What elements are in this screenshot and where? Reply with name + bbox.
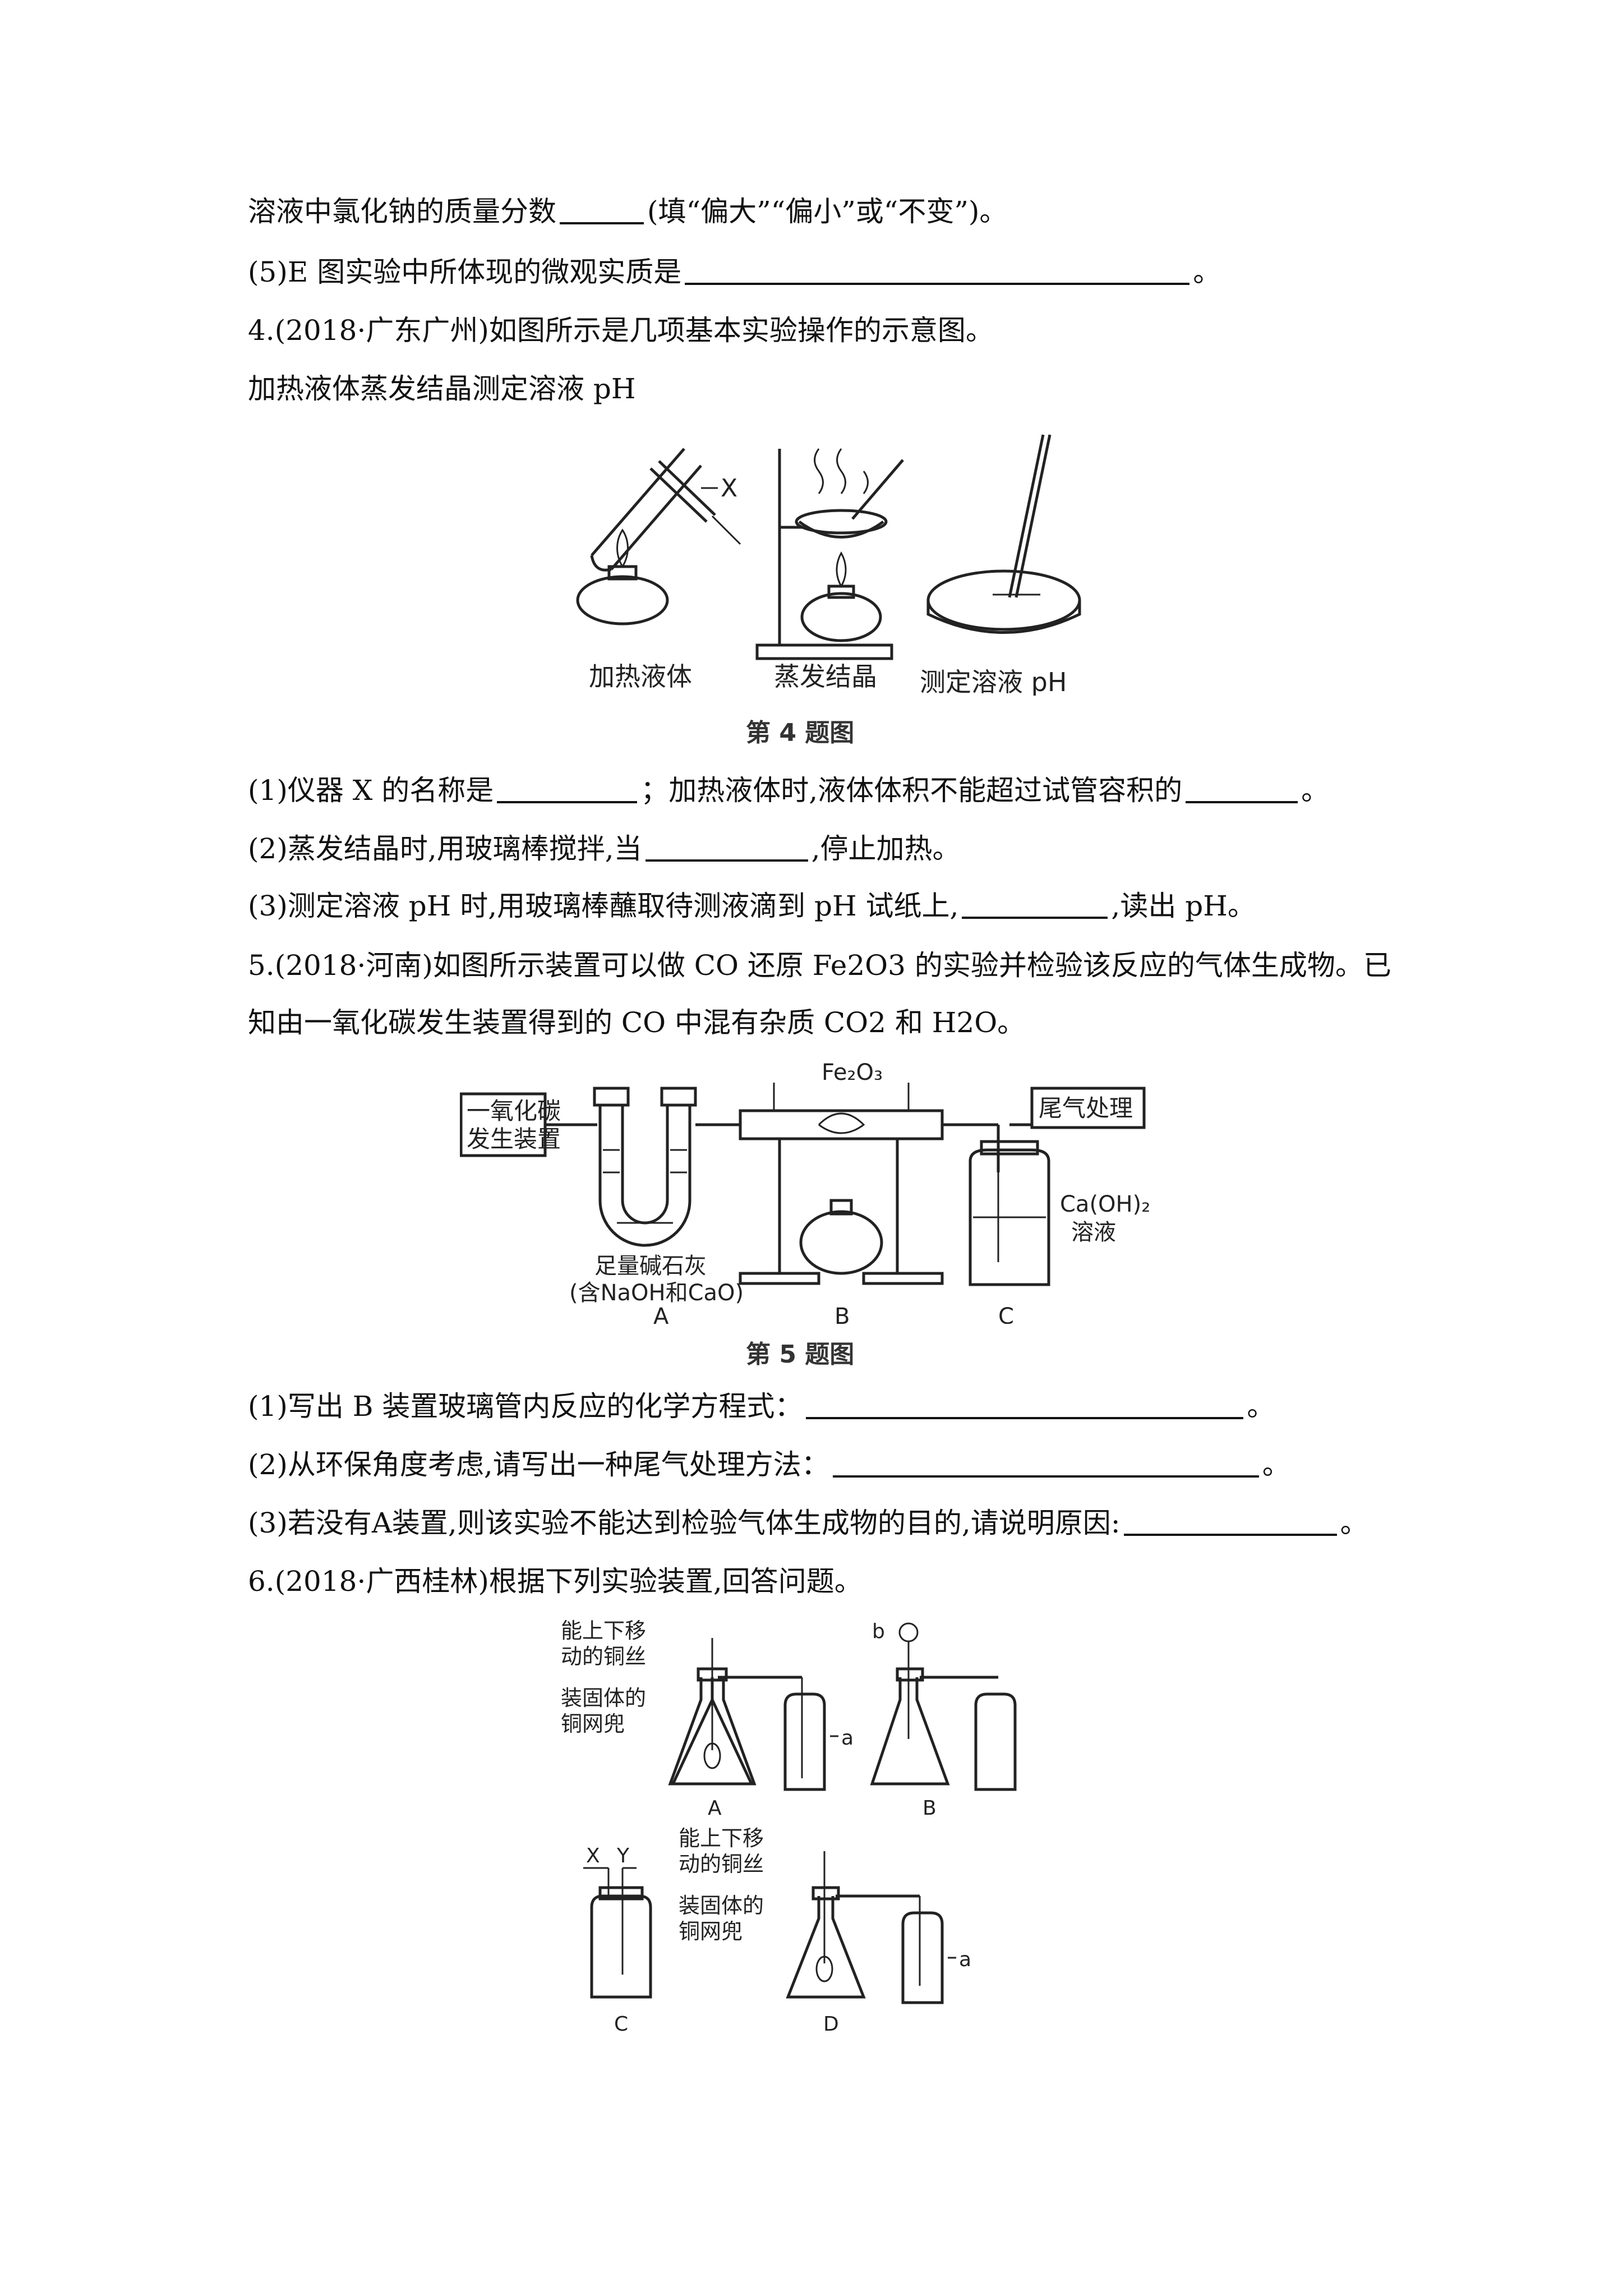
text: 。 [1340,1507,1368,1539]
text: (2)从环保角度考虑,请写出一种尾气处理方法： [248,1448,829,1481]
figure-5: 一氧化碳 发生装置 Fe₂O₃ [460,1060,1178,1324]
apparatus-d [786,1851,956,2004]
answer-blank[interactable] [832,1447,1259,1478]
tail-gas-label: 尾气处理 [1039,1094,1133,1122]
answer-blank[interactable] [1186,773,1298,803]
answer-blank[interactable] [962,889,1108,919]
alcohol-lamp-1 [576,528,669,625]
letter-b: B [834,1304,850,1324]
fe2o3-label: Fe₂O₃ [822,1060,883,1085]
apparatus-c [583,1867,652,1999]
text: 。 [1262,1448,1290,1481]
net-label-a-2: 铜网兜 [561,1711,625,1736]
letter-b: B [923,1797,937,1820]
generator-label-1: 一氧化碳 [467,1097,561,1125]
wire-label-a-2: 动的铜丝 [561,1644,646,1669]
test-tube [590,448,741,572]
answer-blank[interactable] [497,773,638,803]
text-line-1: 溶液中氯化钠的质量分数 (填“偏大”“偏小”或“不变”)。 [248,193,1007,230]
lime-label-1: 足量碱石灰 [594,1253,707,1279]
answer-blank[interactable] [560,194,644,224]
letter-c: C [998,1304,1014,1324]
question-4-part-2: (2)蒸发结晶时,用玻璃棒搅拌,当 ,停止加热。 [248,830,961,867]
letter-a: A [653,1304,669,1324]
answer-blank[interactable] [645,831,808,862]
text: ,读出 pH。 [1111,890,1256,922]
question-4-part-3: (3)测定溶液 pH 时,用玻璃棒蘸取待测液滴到 pH 试纸上, ,读出 pH。 [248,887,1256,924]
solution-label: 溶液 [1071,1220,1116,1245]
label-a-bottle: a [841,1727,854,1750]
wire-label-a-1: 能上下移 [561,1618,646,1643]
figure-6: 能上下移 动的铜丝 装固体的 铜网兜 a A b B [561,1616,1066,2042]
label-heating-liquid: 加热液体 [589,661,692,692]
question-5-title-2: 知由一氧化碳发生装置得到的 CO 中混有杂质 CO2 和 H2O。 [248,1006,1026,1039]
net-label-a-1: 装固体的 [561,1686,646,1710]
label-measure-ph: 测定溶液 pH [920,667,1067,696]
text: (3)测定溶液 pH 时,用玻璃棒蘸取待测液滴到 pH 试纸上, [248,890,959,922]
apparatus-a [668,1638,838,1791]
text-line-2: (5)E 图实验中所体现的微观实质是 。 [248,254,1221,291]
answer-blank[interactable] [1123,1506,1337,1536]
label-a-d-bottle: a [959,1948,971,1971]
glass-tube [739,1083,944,1140]
text: 溶液中氯化钠的质量分数 [248,195,556,228]
question-5-part-3: (3)若没有A装置,则该实验不能达到检验气体生成物的目的,请说明原因: 。 [248,1504,1368,1542]
question-5-title-1: 5.(2018·河南)如图所示装置可以做 CO 还原 Fe2O3 的实验并检验该… [248,949,1391,982]
label-x: X [586,1844,600,1867]
wire-label-d-2: 动的铜丝 [679,1852,764,1876]
label-b: b [872,1620,885,1643]
text: 。 [1247,1390,1275,1423]
net-label-d-1: 装固体的 [679,1893,764,1918]
text: (2)蒸发结晶时,用玻璃棒搅拌,当 [248,832,642,865]
evaporation-setup [755,448,904,660]
x-label: X [721,474,737,503]
text: 。 [1193,256,1221,288]
caoh2-label: Ca(OH)₂ [1060,1191,1150,1217]
text: ；加热液体时,液体体积不能超过试管容积的 [640,774,1183,807]
figure-4: X 加热液体 蒸发结晶 测定溶液 pH [538,426,1099,696]
text: (1)写出 B 装置玻璃管内反应的化学方程式： [248,1390,803,1423]
text: (5)E 图实验中所体现的微观实质是 [248,256,682,288]
question-5-part-1: (1)写出 B 装置玻璃管内反应的化学方程式： 。 [248,1388,1275,1425]
u-tube [593,1087,697,1247]
question-4-subtitle: 加热液体蒸发结晶测定溶液 pH [248,372,636,405]
figure-4-caption: 第 4 题图 [746,719,855,747]
text: (1)仪器 X 的名称是 [248,774,494,807]
apparatus-b [870,1622,1017,1791]
letter-a: A [708,1797,722,1820]
ph-plate [926,434,1081,634]
label-y: Y [616,1844,630,1867]
label-evaporation: 蒸发结晶 [774,661,877,692]
question-5-part-2: (2)从环保角度考虑,请写出一种尾气处理方法： 。 [248,1446,1290,1483]
net-label-d-2: 铜网兜 [679,1919,743,1944]
letter-c: C [614,2013,628,2036]
generator-label-2: 发生装置 [467,1125,561,1153]
letter-d: D [823,2013,839,2036]
text: (填“偏大”“偏小”或“不变”)。 [647,195,1008,228]
lime-label-2: (含NaOH和CaO) [569,1280,744,1306]
answer-blank[interactable] [685,255,1190,285]
text: 。 [1301,774,1330,807]
question-4-title: 4.(2018·广东广州)如图所示是几项基本实验操作的示意图。 [248,314,994,347]
wire-label-d-1: 能上下移 [679,1826,764,1851]
question-6-title: 6.(2018·广西桂林)根据下列实验装置,回答问题。 [248,1565,863,1598]
bottle-c [969,1140,1050,1286]
text: (3)若没有A装置,则该实验不能达到检验气体生成物的目的,请说明原因: [248,1507,1121,1539]
figure-5-caption: 第 5 题图 [746,1340,855,1369]
answer-blank[interactable] [806,1389,1244,1419]
text: ,停止加热。 [811,832,961,865]
question-4-part-1: (1)仪器 X 的名称是 ；加热液体时,液体体积不能超过试管容积的 。 [248,772,1329,809]
